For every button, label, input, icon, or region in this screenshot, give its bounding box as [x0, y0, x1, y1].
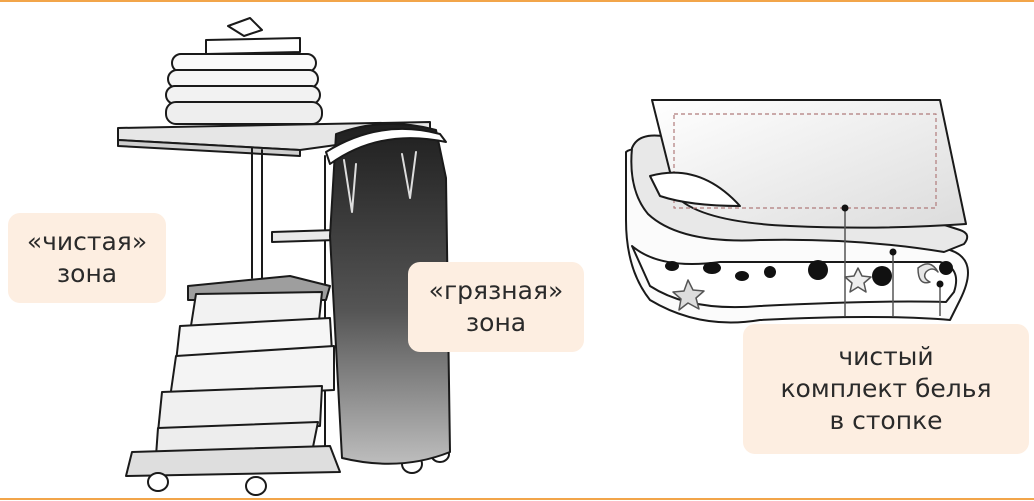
folded-linen-stack-icon — [626, 100, 968, 323]
top-linen-stack — [166, 18, 322, 124]
clean-set-line1: чистый — [838, 341, 933, 373]
clean-zone-label: «чистая» зона — [8, 213, 166, 303]
dirty-zone-label: «грязная» зона — [408, 262, 584, 352]
dirty-zone-line1: «грязная» — [429, 275, 564, 307]
linen-cart-icon — [118, 18, 450, 495]
dirty-zone-line2: зона — [466, 307, 526, 339]
clean-linen-set-label: чистый комплект белья в стопке — [743, 324, 1029, 454]
clean-zone-line2: зона — [57, 258, 117, 290]
clean-zone-line1: «чистая» — [27, 226, 147, 258]
clean-set-line2: комплект белья — [780, 373, 991, 405]
clean-set-line3: в стопке — [829, 405, 942, 437]
